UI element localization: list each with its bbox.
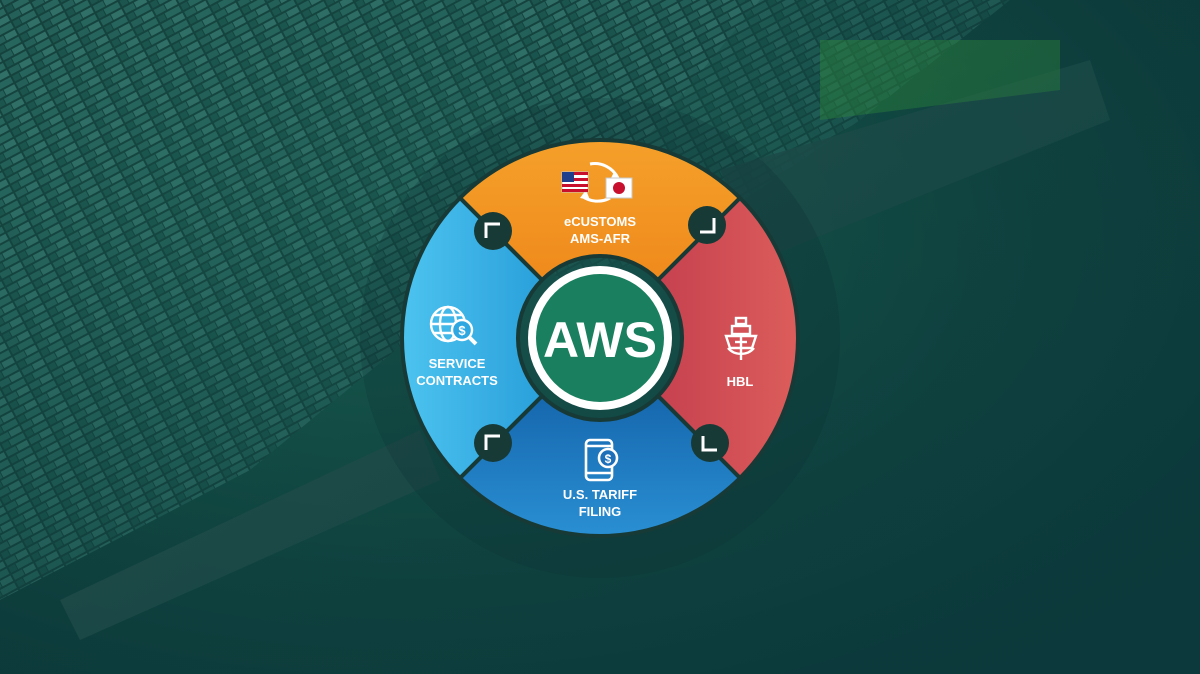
us-japan-flags-exchange-icon bbox=[561, 162, 633, 203]
connector-top-right bbox=[688, 206, 726, 244]
connector-top-left bbox=[474, 212, 512, 250]
segment-hbl[interactable] bbox=[655, 195, 800, 481]
label-hbl: HBL bbox=[727, 374, 754, 389]
tariff-line-2: FILING bbox=[579, 504, 622, 519]
label-ecustoms: eCUSTOMS AMS-AFR bbox=[564, 214, 636, 246]
label-tariff: U.S. TARIFF FILING bbox=[563, 487, 637, 519]
connector-bottom-left bbox=[474, 424, 512, 462]
ecustoms-line-2: AMS-AFR bbox=[570, 231, 631, 246]
mobile-dollar-icon: $ bbox=[584, 438, 619, 482]
center-hub: AWS bbox=[520, 258, 680, 418]
ecustoms-line-1: eCUSTOMS bbox=[564, 214, 636, 229]
globe-dollar-search-icon: $ bbox=[429, 305, 478, 346]
hub-fill bbox=[536, 274, 664, 402]
segment-ecustoms[interactable] bbox=[457, 138, 743, 283]
contracts-line-2: CONTRACTS bbox=[416, 373, 498, 388]
center-title: AWS bbox=[543, 312, 657, 368]
svg-text:$: $ bbox=[605, 452, 612, 466]
connector-bottom-right bbox=[691, 424, 729, 462]
hbl-line-1: HBL bbox=[727, 374, 754, 389]
svg-text:$: $ bbox=[458, 323, 466, 338]
label-contracts: SERVICE CONTRACTS bbox=[416, 356, 498, 388]
segment-tariff[interactable] bbox=[457, 393, 743, 538]
contracts-line-1: SERVICE bbox=[429, 356, 486, 371]
ship-hbl-icon bbox=[724, 316, 758, 360]
tariff-line-1: U.S. TARIFF bbox=[563, 487, 637, 502]
